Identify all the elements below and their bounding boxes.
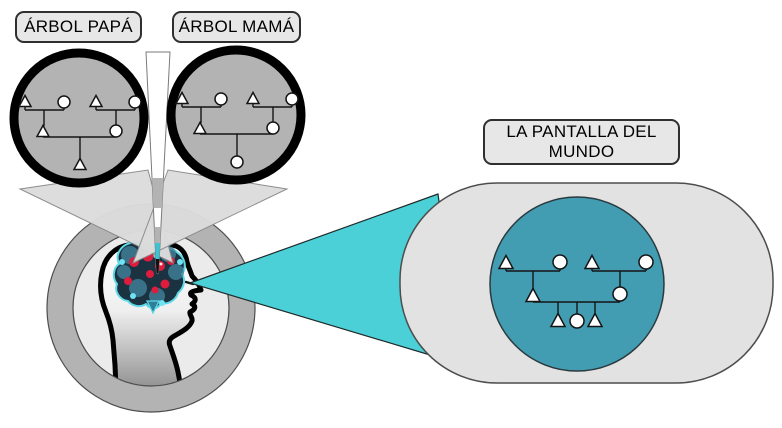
female-symbol-icon	[612, 286, 628, 302]
tree-circle-papa	[9, 48, 149, 188]
female-symbol-icon	[128, 95, 142, 109]
arbol-mama-label: ÁRBOL MAMÁ	[172, 11, 301, 43]
genogram-papa	[17, 93, 142, 171]
male-symbol-icon	[35, 123, 51, 138]
pantalla-label-text: LA PANTALLA DEL MUNDO	[506, 121, 657, 161]
male-symbol-icon	[174, 90, 190, 105]
world-screen-circle	[489, 196, 665, 372]
head-outline	[98, 242, 204, 391]
female-symbol-icon	[57, 95, 71, 109]
male-symbol-icon	[72, 156, 88, 171]
female-symbol-icon	[552, 254, 568, 270]
female-symbol-icon	[285, 92, 299, 106]
genogram-mama	[174, 90, 299, 169]
female-symbol-icon	[266, 121, 280, 135]
pantalla-del-mundo-label: LA PANTALLA DEL MUNDO	[483, 119, 680, 165]
male-symbol-icon	[192, 120, 208, 135]
male-symbol-icon	[88, 93, 104, 108]
tree-circle-mama	[166, 45, 306, 185]
ring-band	[46, 203, 256, 413]
male-symbol-icon	[549, 311, 567, 328]
male-symbol-icon	[17, 93, 33, 108]
tree-circle-papa-rim	[9, 48, 149, 188]
male-symbol-icon	[524, 286, 542, 303]
arbol-mama-label-text: ÁRBOL MAMÁ	[178, 16, 295, 36]
brain-stem	[145, 300, 161, 315]
genogram-mundo	[497, 253, 654, 329]
female-symbol-icon	[569, 313, 585, 329]
arbol-papa-label-text: ÁRBOL PAPÁ	[24, 16, 133, 36]
male-symbol-icon	[583, 253, 601, 270]
female-symbol-icon	[638, 254, 654, 270]
male-symbol-icon	[497, 253, 515, 270]
tree-circle-mama-rim	[166, 45, 306, 185]
male-symbol-icon	[245, 90, 261, 105]
male-symbol-icon	[586, 311, 604, 328]
arbol-papa-label: ÁRBOL PAPÁ	[15, 11, 142, 43]
female-symbol-icon	[230, 155, 244, 169]
female-symbol-icon	[109, 124, 123, 138]
female-symbol-icon	[214, 92, 228, 106]
